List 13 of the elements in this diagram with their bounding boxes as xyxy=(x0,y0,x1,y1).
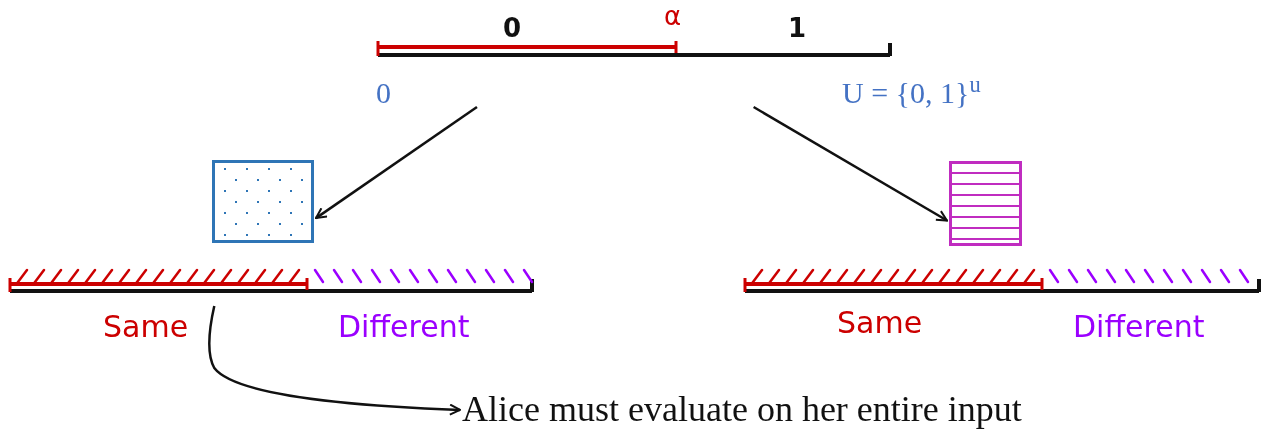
handwritten-label: Same xyxy=(837,304,923,342)
arrow xyxy=(315,105,478,220)
handwritten-label: Same xyxy=(103,308,189,346)
arrow xyxy=(208,305,461,416)
axis-label: 0 xyxy=(376,75,391,111)
axis-label: U = {0, 1}$^{u}$ xyxy=(842,74,981,111)
handwritten-label: α xyxy=(664,0,682,33)
arrow xyxy=(752,105,948,222)
handwritten-label: 1 xyxy=(788,12,807,45)
handwritten-label: Different xyxy=(338,308,470,346)
annotation-text: Alice must evaluate on her entire input xyxy=(462,388,1022,431)
handwritten-label: Different xyxy=(1073,308,1205,346)
handwritten-label: 0 xyxy=(503,12,522,45)
